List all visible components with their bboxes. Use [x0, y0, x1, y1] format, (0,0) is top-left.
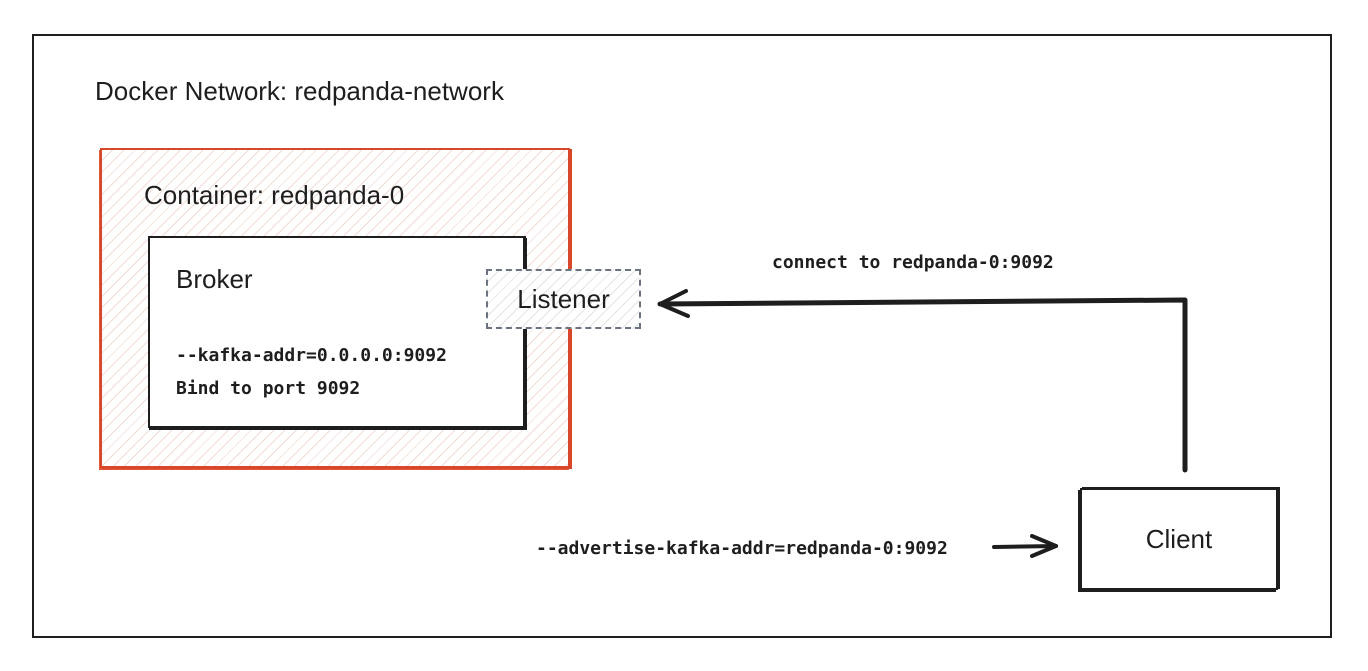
listener-label: Listener	[517, 284, 610, 314]
client-to-listener-line	[657, 297, 1188, 473]
advertise-arrow-line	[992, 544, 1058, 549]
advertise-arrowhead	[1030, 534, 1058, 558]
docker-network-title: Docker Network: redpanda-network	[95, 76, 504, 106]
broker-bind-port-note: Bind to port 9092	[176, 378, 361, 399]
client-to-listener-arrowhead	[658, 289, 690, 318]
client-box: Client	[1080, 488, 1278, 590]
docker-network-boundary	[32, 34, 1332, 638]
broker-box	[148, 236, 526, 428]
connect-label: connect to redpanda-0:9092	[772, 252, 1054, 273]
container-title: Container: redpanda-0	[144, 180, 405, 210]
broker-kafka-addr-flag: --kafka-addr=0.0.0.0:9092	[176, 345, 447, 366]
advertise-kafka-addr-flag: --advertise-kafka-addr=redpanda-0:9092	[536, 538, 948, 559]
client-label: Client	[1145, 524, 1213, 554]
listener-box: Listener	[486, 269, 641, 329]
broker-title: Broker	[176, 264, 253, 294]
